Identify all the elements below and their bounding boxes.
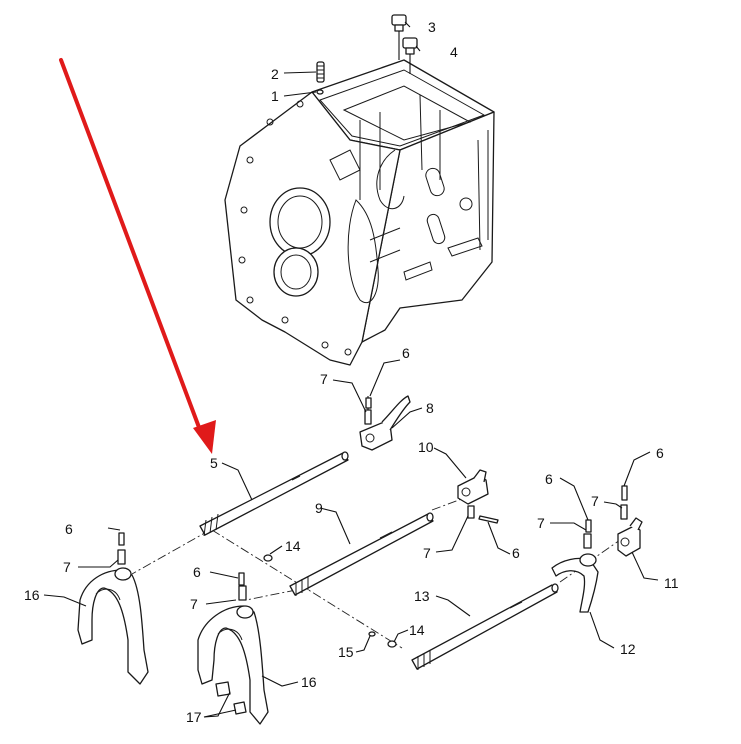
shift-block-11 xyxy=(617,504,643,557)
callout-6-block-10: 6 xyxy=(512,545,520,561)
callout-6-fork-center: 6 xyxy=(193,564,201,580)
callout-7-block-11: 7 xyxy=(591,493,599,509)
housing-plug-and-pins xyxy=(316,14,418,95)
callout-15: 15 xyxy=(338,644,354,660)
callout-13: 13 xyxy=(414,588,430,604)
callout-9: 9 xyxy=(315,500,323,516)
callout-1: 1 xyxy=(271,88,279,104)
shift-fork-12 xyxy=(551,533,599,613)
callout-labels: 2 1 3 4 5 6 7 8 9 10 6 7 6 7 6 7 6 7 6 7… xyxy=(24,19,679,725)
callout-7-block-10: 7 xyxy=(423,545,431,561)
callout-7-block-8: 7 xyxy=(320,371,328,387)
shift-rod-9 xyxy=(289,512,434,596)
shift-rod-13 xyxy=(411,583,559,670)
callout-3: 3 xyxy=(428,19,436,35)
shift-block-8 xyxy=(359,395,411,451)
shift-block-10 xyxy=(457,469,489,505)
callout-6-fork-12: 6 xyxy=(545,471,553,487)
highlight-arrow xyxy=(59,58,216,454)
callout-10: 10 xyxy=(418,439,434,455)
callout-6-block-8: 6 xyxy=(402,345,410,361)
callout-7-fork-center: 7 xyxy=(190,596,198,612)
callout-leaders xyxy=(43,21,659,718)
shift-fork-16-left xyxy=(77,549,149,685)
callout-11: 11 xyxy=(664,575,679,591)
callout-6-fork-left: 6 xyxy=(65,521,73,537)
callout-7-fork-left: 7 xyxy=(63,559,71,575)
shift-rod-5 xyxy=(199,451,349,537)
callout-16-center: 16 xyxy=(301,674,317,690)
gearbox-housing xyxy=(224,59,495,366)
roll-pins-and-detents xyxy=(118,397,628,715)
callout-14-upper: 14 xyxy=(285,538,301,554)
callout-7-fork-12: 7 xyxy=(537,515,545,531)
shift-fork-16-center xyxy=(197,585,269,725)
callout-2: 2 xyxy=(271,66,279,82)
callout-12: 12 xyxy=(620,641,636,657)
callout-5: 5 xyxy=(210,455,218,471)
callout-17: 17 xyxy=(186,709,202,725)
callout-8: 8 xyxy=(426,400,434,416)
callout-6-block-11: 6 xyxy=(656,445,664,461)
callout-14-lower: 14 xyxy=(409,622,425,638)
callout-16-left: 16 xyxy=(24,587,40,603)
callout-4: 4 xyxy=(450,44,458,60)
